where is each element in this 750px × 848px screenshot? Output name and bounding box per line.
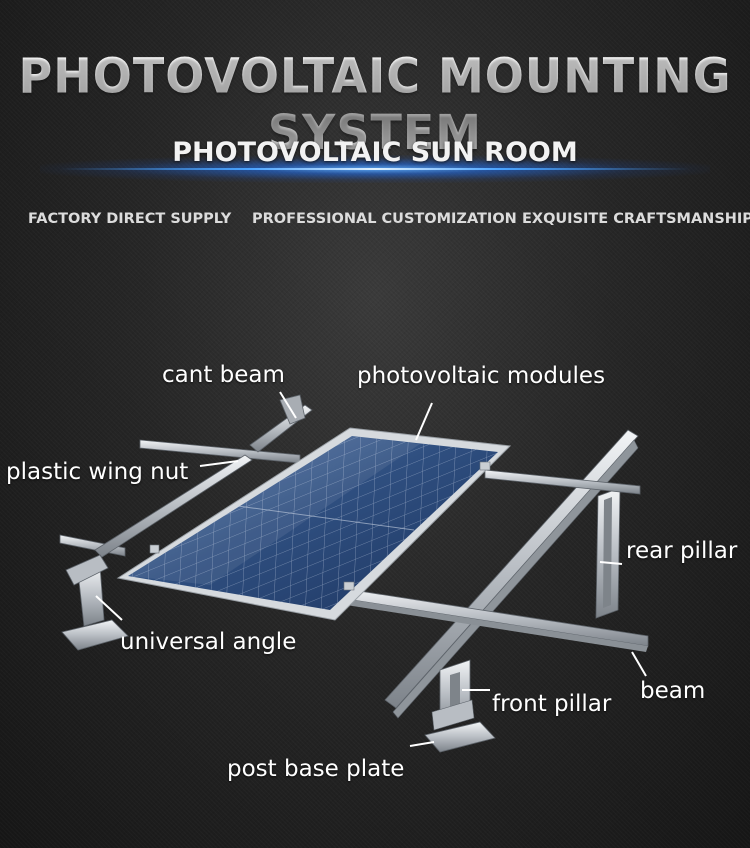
label-post-base-plate: post base plate <box>227 756 405 782</box>
cant-beam <box>139 394 313 464</box>
front-pillar <box>424 659 496 753</box>
tagline-professional-customization: PROFESSIONAL CUSTOMIZATION <box>252 211 517 227</box>
label-front-pillar: front pillar <box>492 691 612 717</box>
label-universal-angle: universal angle <box>120 629 297 655</box>
glow-line <box>60 168 690 170</box>
label-beam: beam <box>640 678 706 704</box>
solar-panel <box>116 427 512 621</box>
left-rail <box>59 454 253 558</box>
tagline-exquisite-craftsmanship: EXQUISITE CRAFTSMANSHIP <box>522 211 750 227</box>
label-photovoltaic-modules: photovoltaic modules <box>357 363 606 389</box>
panel-clamp <box>343 581 355 591</box>
page-title: PHOTOVOLTAIC MOUNTING SYSTEM <box>0 47 750 160</box>
back-right-rail <box>484 469 641 495</box>
label-plastic-wing-nut: plastic wing nut <box>6 459 189 485</box>
label-rear-pillar: rear pillar <box>626 538 738 564</box>
left-front-pillar <box>61 554 129 651</box>
right-rear-rail <box>384 429 639 719</box>
label-cant-beam: cant beam <box>162 362 285 388</box>
rear-pillar <box>595 487 621 619</box>
page-subtitle: PHOTOVOLTAIC SUN ROOM <box>172 137 578 168</box>
leader-lines <box>95 391 647 747</box>
tagline-factory-direct-supply: FACTORY DIRECT SUPPLY <box>28 211 232 227</box>
